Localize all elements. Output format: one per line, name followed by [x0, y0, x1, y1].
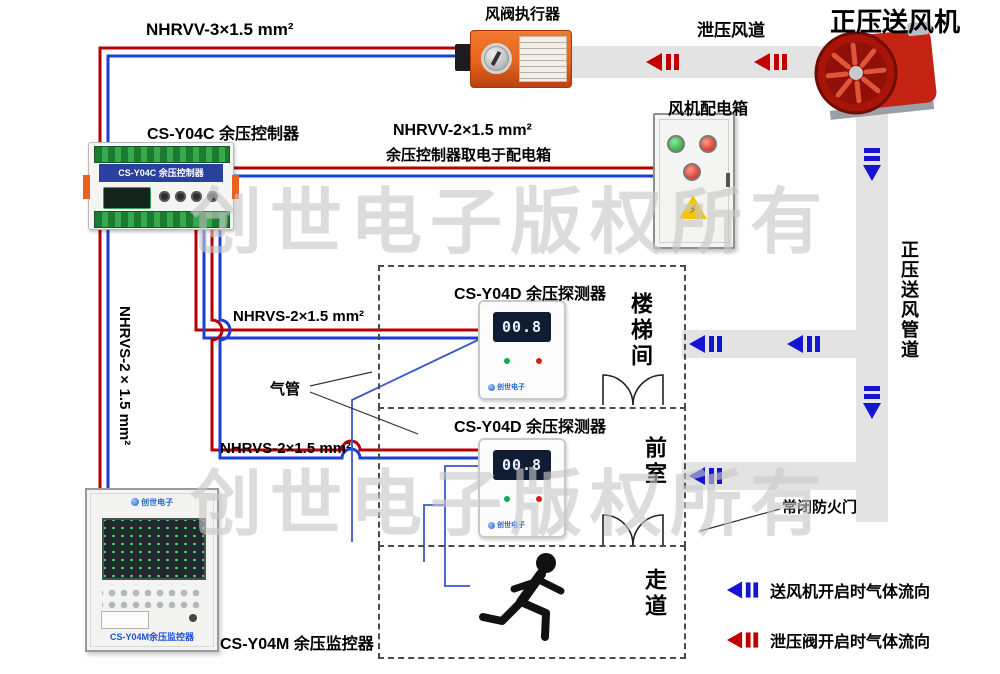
detector-run-led — [504, 358, 510, 364]
controller-din-clip-left — [83, 175, 90, 199]
air-tube-detector1 — [351, 339, 479, 542]
controller-button — [191, 191, 202, 202]
actuator-label-sticker — [519, 36, 567, 82]
pressure-detector-2: 00.8 创世电子 — [478, 438, 566, 538]
powerbox-green-light — [667, 135, 685, 153]
brand-logo-icon — [130, 498, 139, 506]
monitor-led-screen — [102, 518, 206, 580]
monitor-label: CS-Y04M 余压监控器 — [220, 636, 374, 653]
cable-label-nhrvs-1: NHRVS-2×1.5 mm² — [233, 308, 365, 325]
powerbox-handle — [726, 173, 730, 187]
relief-duct-label: 泄压风道 — [697, 21, 765, 40]
pressure-monitor-device: 创世电子 CS-Y04M余压监控器 — [85, 488, 219, 652]
detector-run-led — [504, 496, 510, 502]
wire-actuator-red — [98, 46, 458, 142]
wire-detector2-red — [210, 228, 478, 452]
legend-relief-flow: 泄压阀开启时气体流向 — [726, 628, 930, 652]
detector-screen: 00.8 — [493, 450, 551, 480]
pressure-controller-device: CS-Y04C 余压控制器 — [83, 142, 239, 230]
powerbox-red-light — [699, 135, 717, 153]
cable-label-nhrvs-vertical: NHRVS-2×1.5 mm² — [116, 306, 133, 446]
relief-flow-arrow-icon — [726, 630, 760, 650]
room-box-stairwell — [378, 265, 686, 409]
actuator-knob — [481, 43, 512, 74]
fan-blades-icon — [825, 42, 887, 104]
fan-power-box-device: ⚡ — [653, 113, 735, 249]
room-label-frontroom: 前室 — [642, 436, 667, 488]
pressure-detector-1: 00.8 创世电子 — [478, 300, 566, 400]
supply-flow-arrow-icon — [726, 580, 760, 600]
detector-alarm-led — [536, 496, 542, 502]
wire-detector2-blue — [218, 228, 478, 460]
monitor-front-label: CS-Y04M余压监控器 — [109, 632, 194, 642]
running-person-icon — [479, 553, 565, 641]
supply-fan — [814, 21, 937, 120]
supply-duct-label: 正压送风管道 — [899, 240, 919, 360]
supply-duct-branch-frontroom — [682, 462, 856, 490]
brand-logo-icon — [488, 383, 495, 391]
air-tube-label: 气管 — [270, 381, 301, 398]
damper-actuator-device — [455, 28, 572, 88]
air-tube-leader-line — [309, 371, 373, 387]
room-box-frontroom — [378, 405, 686, 547]
monitor-frame — [90, 493, 214, 647]
cable-label-nhrvv2: NHRVV-2×1.5 mm² — [393, 122, 532, 139]
controller-name-band: CS-Y04C 余压控制器 — [99, 164, 223, 182]
controller-button — [207, 191, 218, 202]
detector-screen: 00.8 — [493, 312, 551, 342]
controller-terminal-top — [94, 146, 230, 163]
monitor-slot — [101, 611, 149, 629]
brand-logo: 创世电子 — [87, 497, 217, 508]
wire-detector1-blue — [202, 228, 478, 340]
cable-label-nhrvs-2: NHRVS-2×1.5 mm² — [220, 440, 352, 457]
controller-din-clip-right — [232, 175, 239, 199]
controller-lcd — [103, 187, 151, 209]
door-arc-frontroom — [602, 514, 664, 546]
room-label-stairwell: 楼梯间 — [628, 292, 653, 370]
monitor-keypad — [102, 584, 202, 608]
legend-relief-flow-label: 泄压阀开启时气体流向 — [770, 634, 931, 651]
legend-supply-flow: 送风机开启时气体流向 — [726, 578, 930, 602]
powerbox-red-button — [683, 163, 701, 181]
detector1-title: CS-Y04D 余压探测器 — [453, 286, 607, 303]
cable-note-label: 余压控制器取电于配电箱 — [386, 147, 552, 164]
detector2-title: CS-Y04D 余压探测器 — [453, 419, 607, 436]
actuator-knob-slot — [490, 50, 502, 67]
brand-logo: 创世电子 — [488, 520, 525, 530]
air-tube-detector2 — [444, 465, 478, 587]
fire-door-label: 常闭防火门 — [782, 499, 858, 516]
controller-button — [159, 191, 170, 202]
cable-label-nhrvv3: NHRVV-3×1.5 mm² — [146, 20, 294, 39]
wire-detector1-red — [194, 228, 478, 332]
brand-logo-icon — [488, 521, 495, 529]
brand-logo-text: 创世电子 — [141, 498, 174, 507]
controller-terminal-bottom — [94, 211, 230, 228]
room-label-corridor: 走道 — [642, 568, 667, 620]
monitor-keyhole — [189, 614, 197, 622]
air-tube-branch — [423, 504, 445, 562]
actuator-label: 风阀执行器 — [485, 6, 561, 23]
room-box-corridor — [378, 545, 686, 659]
door-arc-stairwell — [602, 374, 664, 406]
actuator-body — [470, 30, 572, 88]
controller-button — [175, 191, 186, 202]
brand-logo: 创世电子 — [488, 382, 525, 392]
detector-alarm-led — [536, 358, 542, 364]
brand-logo-text: 创世电子 — [497, 384, 525, 391]
air-tube-leader-line — [309, 391, 419, 435]
fan-power-box-label: 风机配电箱 — [668, 101, 749, 118]
supply-duct-branch-stairwell — [682, 330, 856, 358]
fire-door-leader-line — [699, 508, 781, 532]
supply-fan-label: 正压送风机 — [830, 7, 961, 37]
controller-label: CS-Y04C 余压控制器 — [147, 126, 300, 143]
wire-actuator-blue — [106, 54, 458, 142]
relief-duct — [566, 46, 846, 78]
legend-supply-flow-label: 送风机开启时气体流向 — [770, 584, 931, 601]
actuator-connector — [455, 44, 472, 71]
brand-logo-text: 创世电子 — [497, 522, 525, 529]
